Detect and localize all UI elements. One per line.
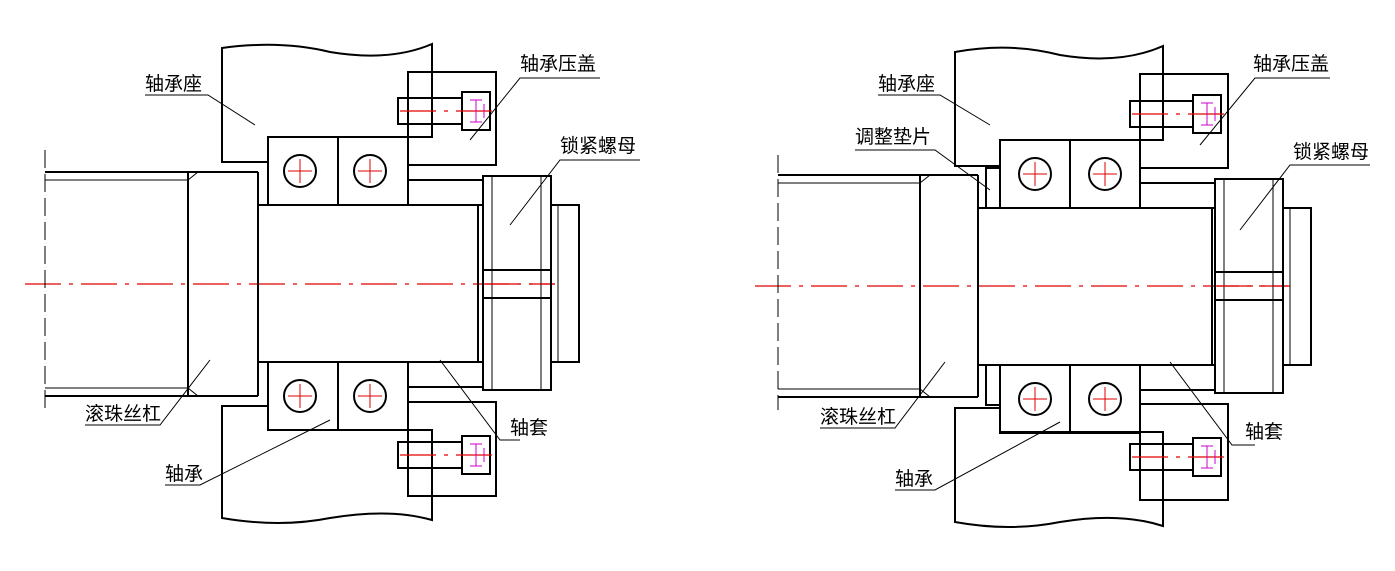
label-bearing-seat: 轴承座 <box>145 73 202 95</box>
label-lock-nut: 锁紧螺母 <box>560 135 636 157</box>
lock-nut <box>482 175 580 391</box>
bearing-housing-top <box>954 44 1164 167</box>
leader-lines <box>85 77 640 486</box>
bearing-housing-top <box>221 42 433 163</box>
sleeve-bottom <box>407 361 484 388</box>
shim-bottom <box>985 364 1001 406</box>
bearing-pair-top <box>999 139 1141 209</box>
sleeve-bottom <box>1139 364 1216 391</box>
label-ball-screw: 滚珠丝杠 <box>85 403 161 425</box>
bearing-housing-bottom <box>221 405 433 524</box>
ball-screw-shaft <box>44 150 479 410</box>
label-bearing: 轴承 <box>895 468 933 490</box>
label-bearing-seat: 轴承座 <box>878 73 935 95</box>
assembly-right: 轴承座 调整垫片 轴承压盖 锁紧螺母 滚珠丝杠 轴套 轴承 <box>755 44 1370 528</box>
ball-screw-shaft <box>777 155 1213 410</box>
sleeve-top <box>407 179 484 206</box>
bearing-pair-top <box>267 136 409 206</box>
bearing-cover-top <box>397 71 497 166</box>
bearing-pair-bottom <box>999 364 1141 434</box>
label-lock-nut: 锁紧螺母 <box>1293 141 1369 163</box>
bearing-cover-top <box>1129 73 1229 169</box>
assembly-left: 轴承座 轴承压盖 锁紧螺母 滚珠丝杠 轴套 轴承 <box>25 42 640 524</box>
label-bearing-cover: 轴承压盖 <box>520 53 596 75</box>
bearing-cover-bottom <box>1129 403 1229 501</box>
bearing-pair-bottom <box>267 361 409 431</box>
bearing-cover-bottom <box>397 401 497 497</box>
label-shim: 调整垫片 <box>855 126 931 148</box>
leader-lines <box>820 77 1370 491</box>
bearing-housing-bottom <box>954 407 1164 528</box>
label-sleeve: 轴套 <box>1245 421 1283 443</box>
label-bearing: 轴承 <box>165 463 203 485</box>
sleeve-top <box>1139 182 1216 209</box>
label-bearing-cover: 轴承压盖 <box>1253 53 1329 75</box>
label-ball-screw: 滚珠丝杠 <box>820 406 896 428</box>
lock-nut <box>1214 178 1312 394</box>
label-sleeve: 轴套 <box>510 417 548 439</box>
